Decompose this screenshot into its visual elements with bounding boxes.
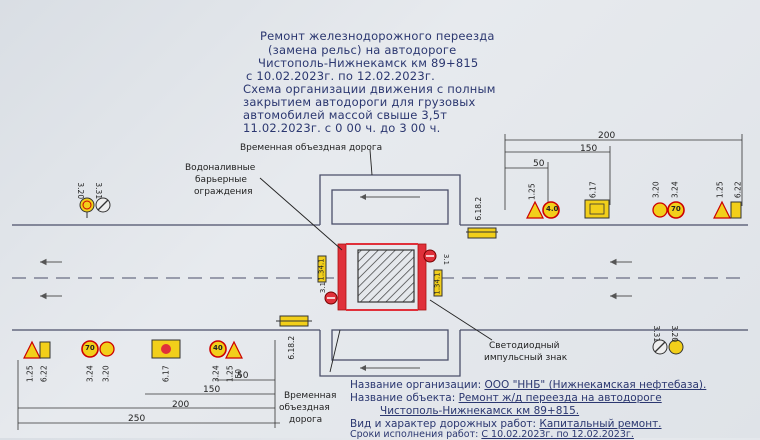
- sign-1-25: [526, 200, 544, 219]
- sign-4-0: [542, 201, 560, 219]
- sign-group-top-right: [526, 199, 742, 219]
- label-barriers-3: ограждения: [194, 187, 253, 197]
- sign-3-20-b: [652, 202, 668, 218]
- code-3-31-tl: 3.31: [94, 182, 104, 200]
- label-led-2: импульсный знак: [484, 353, 568, 363]
- work-zone: [337, 243, 427, 311]
- code-1-25-tr: 1.25: [527, 183, 537, 201]
- code-1-34-1-right: 1.34.1: [433, 272, 442, 295]
- code-3-1-right: 3.1: [442, 253, 451, 266]
- dim-200-bottom: 200: [172, 400, 190, 410]
- header-line-8: 11.02.2023г. с 0 00 ч. до 3 00 ч.: [243, 121, 441, 135]
- code-3-20-bl: 3.20: [101, 365, 111, 383]
- code-3-20-tr: 3.20: [651, 181, 661, 199]
- code-6-18-2-right: 6.18.2: [474, 196, 484, 221]
- detour-top-road: [319, 174, 461, 225]
- label-barriers-1: Водоналивные: [185, 163, 256, 173]
- code-1-34-1-left: 1.34.1: [317, 258, 326, 281]
- sign-1-25-d: [225, 340, 243, 359]
- sign-6-18-2-right: [466, 227, 498, 239]
- dimension-lines-top: [504, 134, 743, 210]
- footer-work-value: Капитальный ремонт.: [539, 418, 662, 430]
- lane-arrows: [40, 258, 632, 300]
- code-3-20-br: 3.20: [670, 325, 680, 343]
- sign-6-18-2-left: [276, 315, 312, 327]
- code-6-22-bl: 6.22: [39, 365, 49, 383]
- dim-50-top: 50: [533, 159, 545, 169]
- dim-150-bottom: 150: [203, 385, 221, 395]
- header-line-4: с 10.02.2023г. по 12.02.2023г.: [246, 69, 435, 83]
- main-road: [12, 224, 748, 331]
- sign-1-34-1-right: [433, 269, 443, 297]
- footer-org-label: Название организации:: [350, 379, 482, 391]
- sign-1-25-b: [713, 200, 731, 219]
- sign-3-24-c: [81, 340, 99, 358]
- sign-6-17: [584, 199, 610, 219]
- code-40-tr: 4.0: [546, 205, 559, 213]
- code-3-24-bl: 3.24: [85, 365, 95, 383]
- code-6-18-2-left: 6.18.2: [287, 335, 297, 360]
- dimension-lines-bottom: [17, 340, 280, 430]
- sign-1-34-1-left: [317, 255, 327, 283]
- code-40-bl: 40: [213, 344, 223, 352]
- footer-org-value: ООО "ННБ" (Нижнекамская нефтебаза).: [484, 379, 707, 391]
- sign-3-24-d: [209, 340, 227, 358]
- label-detour-top: Временная объездная дорога: [240, 143, 383, 153]
- sign-6-22-b: [39, 341, 51, 359]
- sign-group-bottom-right: [652, 339, 684, 355]
- code-1-25-bl2: 1.25: [225, 365, 235, 383]
- header-line-2: (замена рельс) на автодороге: [268, 43, 457, 57]
- sign-6-22: [730, 201, 742, 219]
- label-barriers-2: барьерные: [195, 175, 247, 185]
- sign-3-20-d: [668, 339, 684, 355]
- dim-200-top: 200: [598, 131, 616, 141]
- label-led-1: Светодиодный: [489, 341, 560, 351]
- header-line-7: автомобилей массой свыше 3,5т: [243, 108, 448, 122]
- header-line-1: Ремонт железнодорожного переезда: [260, 29, 495, 43]
- code-3-31-br: 3.31: [652, 325, 662, 343]
- code-1-25-bl: 1.25: [25, 365, 35, 383]
- detour-bottom-road: [319, 329, 461, 377]
- label-detour-bottom-3: дорога: [289, 415, 323, 425]
- code-50-bl: 50: [234, 368, 244, 379]
- code-6-22-tr: 6.22: [733, 181, 743, 199]
- dim-250-bottom: 250: [128, 414, 146, 424]
- code-3-24-tr: 3.24: [670, 181, 680, 199]
- sign-group-top-left: [79, 197, 111, 218]
- header-line-3: Чистополь-Нижнекамск км 89+815: [258, 56, 479, 70]
- footer-dates-value: С 10.02.2023г. по 12.02.2023г.: [481, 429, 634, 440]
- label-detour-bottom-1: Временная: [284, 391, 337, 401]
- sign-3-24-b: [667, 201, 685, 219]
- code-3-24-bl2: 3.24: [211, 365, 221, 383]
- footer-work-label: Вид и характер дорожных работ:: [350, 418, 537, 430]
- code-70-tr: 70: [671, 205, 681, 213]
- barrier-left: [337, 243, 347, 311]
- code-6-17-bl: 6.17: [161, 365, 171, 383]
- code-1-25-tr2: 1.25: [715, 181, 725, 199]
- sign-3-20-c: [99, 341, 115, 357]
- dim-150-top: 150: [580, 144, 598, 154]
- sign-1-25-c: [23, 340, 41, 359]
- dim-50-bottom: 50: [237, 371, 249, 381]
- code-70-bl: 70: [85, 344, 95, 352]
- crossing-signs: [317, 249, 443, 305]
- footer-object-label: Название объекта:: [350, 392, 456, 404]
- header-line-6: закрытием автодороги для грузовых: [243, 95, 476, 109]
- leader-lines: [259, 149, 493, 373]
- footer-object-value: Ремонт ж/д переезда на автодороге: [458, 392, 662, 404]
- label-detour-bottom-2: объездная: [279, 403, 330, 413]
- barrier-right: [417, 243, 427, 311]
- code-3-1-left: 3.1: [319, 281, 328, 294]
- footer-dates-label: Сроки исполнения работ:: [350, 429, 479, 440]
- sign-3-20: [79, 197, 95, 213]
- footer-object-value-2: Чистополь-Нижнекамск км 89+815.: [380, 405, 580, 417]
- header-line-5: Схема организации движения с полным: [243, 82, 496, 96]
- sign-group-bottom-left: [23, 339, 243, 359]
- code-3-20-tl: 3.20: [76, 182, 86, 200]
- code-6-17-tr: 6.17: [588, 181, 598, 199]
